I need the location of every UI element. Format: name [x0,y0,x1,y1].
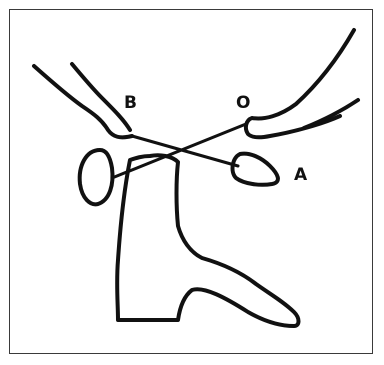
label-o: O [236,93,250,113]
left-oval [80,150,113,204]
right-finger-upper [246,30,354,137]
label-b: B [124,93,137,113]
label-a: A [294,165,308,185]
right-blob [233,154,278,185]
boot-outline [117,155,298,326]
line-b-to-a [132,136,238,166]
right-finger-lower [304,100,358,128]
